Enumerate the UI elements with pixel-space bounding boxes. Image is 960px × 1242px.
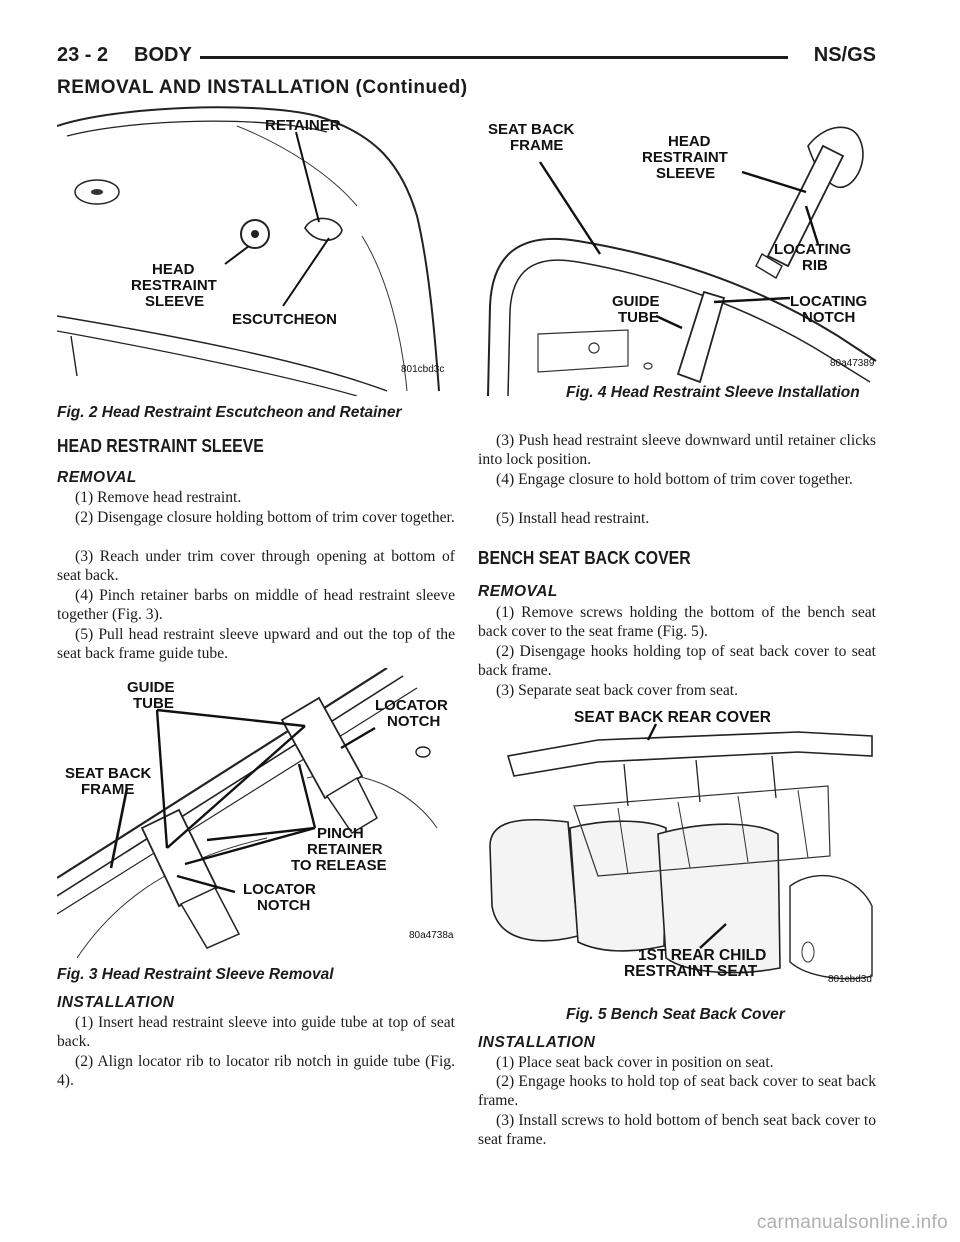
fig3-label-pinch: PINCH (317, 825, 364, 842)
left-installation-heading: INSTALLATION (57, 994, 175, 1011)
header-rule (200, 56, 788, 59)
fig3-label-locator-top: LOCATOR (375, 697, 448, 714)
left-removal-step-5: (5) Pull head restraint sleeve upward an… (57, 626, 455, 663)
fig2-label-sleeve: SLEEVE (145, 293, 204, 310)
fig4-label-restraint: RESTRAINT (642, 149, 728, 166)
right-removal-step-1: (1) Remove screws holding the bottom of … (478, 604, 876, 641)
fig2-label-retainer: RETAINER (265, 117, 341, 134)
left-removal-step-4: (4) Pinch retainer barbs on middle of he… (57, 587, 455, 624)
right-removal-step-2: (2) Disengage hooks holding top of seat … (478, 643, 876, 680)
fig3-label-retainer: RETAINER (307, 841, 383, 858)
figure-2-illustration: RETAINER HEAD RESTRAINT SLEEVE ESCUTCHEO… (57, 106, 459, 396)
left-removal-heading: REMOVAL (57, 469, 137, 486)
fig3-label-guide: GUIDE (127, 679, 175, 696)
left-removal-step-2: (2) Disengage closure holding bottom of … (75, 509, 455, 526)
fig5-label-cover: SEAT BACK REAR COVER (574, 709, 771, 726)
fig3-label-tube: TUBE (133, 695, 174, 712)
right-install-step-3: (3) Push head restraint sleeve downward … (478, 432, 876, 469)
right-installation-step-2: (2) Engage hooks to hold top of seat bac… (478, 1073, 876, 1110)
fig5-label-restraint-seat: RESTRAINT SEAT (624, 963, 758, 980)
fig3-art-code: 80a4738a (409, 930, 454, 941)
section-title-header: BODY (134, 44, 192, 66)
fig3-label-locator-bottom: LOCATOR (243, 881, 316, 898)
right-installation-step-3: (3) Install screws to hold bottom of ben… (478, 1112, 876, 1149)
figure-2-caption: Fig. 2 Head Restraint Escutcheon and Ret… (57, 404, 402, 421)
right-removal-heading: REMOVAL (478, 583, 558, 600)
left-installation-step-1: (1) Insert head restraint sleeve into gu… (57, 1014, 455, 1051)
fig4-label-rib: RIB (802, 257, 828, 274)
figure-4-caption: Fig. 4 Head Restraint Sleeve Installatio… (566, 384, 860, 401)
right-installation-heading: INSTALLATION (478, 1034, 596, 1051)
figure-3-caption: Fig. 3 Head Restraint Sleeve Removal (57, 966, 334, 983)
model-code: NS/GS (813, 44, 876, 66)
fig4-label-seat-back: SEAT BACK (488, 121, 575, 138)
right-install-step-5: (5) Install head restraint. (496, 510, 650, 527)
right-install-step-4: (4) Engage closure to hold bottom of tri… (496, 471, 853, 488)
fig2-art-code: 801cbd3c (401, 364, 444, 375)
fig2-label-head: HEAD (152, 261, 195, 278)
fig4-label-tube: TUBE (618, 309, 659, 326)
left-installation-step-2: (2) Align locator rib to locator rib not… (57, 1053, 455, 1090)
fig4-label-sleeve: SLEEVE (656, 165, 715, 182)
fig3-label-frame: FRAME (81, 781, 134, 798)
fig3-label-notch-top: NOTCH (387, 713, 440, 730)
section-head-restraint-sleeve: HEAD RESTRAINT SLEEVE (57, 436, 264, 456)
figure-5-caption: Fig. 5 Bench Seat Back Cover (566, 1006, 785, 1023)
watermark-link[interactable]: carmanualsonline.info (756, 1212, 948, 1233)
fig4-label-guide: GUIDE (612, 293, 660, 310)
section-bench-seat-back-cover: BENCH SEAT BACK COVER (478, 548, 691, 568)
fig4-label-frame: FRAME (510, 137, 563, 154)
right-removal-step-3: (3) Separate seat back cover from seat. (496, 682, 739, 699)
left-removal-step-1: (1) Remove head restraint. (75, 489, 242, 506)
page-number: 23 - 2 (57, 44, 109, 66)
fig5-art-code: 801cbd3d (828, 974, 872, 985)
fig2-label-escutcheon: ESCUTCHEON (232, 311, 337, 328)
fig2-label-restraint: RESTRAINT (131, 277, 217, 294)
fig3-label-to-release: TO RELEASE (291, 857, 387, 874)
fig4-label-locating-rib: LOCATING (774, 241, 851, 258)
fig3-label-notch-bottom: NOTCH (257, 897, 310, 914)
fig3-label-seat-back: SEAT BACK (65, 765, 152, 782)
continued-heading: REMOVAL AND INSTALLATION (Continued) (57, 77, 468, 98)
figure-4-illustration: SEAT BACK FRAME HEAD RESTRAINT SLEEVE LO… (478, 106, 880, 396)
fig4-label-notch: NOTCH (802, 309, 855, 326)
left-removal-step-3: (3) Reach under trim cover through openi… (57, 548, 455, 585)
right-installation-step-1: (1) Place seat back cover in position on… (496, 1054, 774, 1071)
fig4-label-head: HEAD (668, 133, 711, 150)
fig4-art-code: 80a47389 (830, 358, 875, 369)
figure-5-illustration: SEAT BACK REAR COVER 1ST REAR CHILD REST… (478, 706, 880, 996)
fig4-label-locating-notch: LOCATING (790, 293, 867, 310)
figure-3-illustration: GUIDE TUBE LOCATOR NOTCH SEAT BACK FRAME… (57, 668, 459, 962)
fig5-label-child: 1ST REAR CHILD (638, 947, 766, 964)
